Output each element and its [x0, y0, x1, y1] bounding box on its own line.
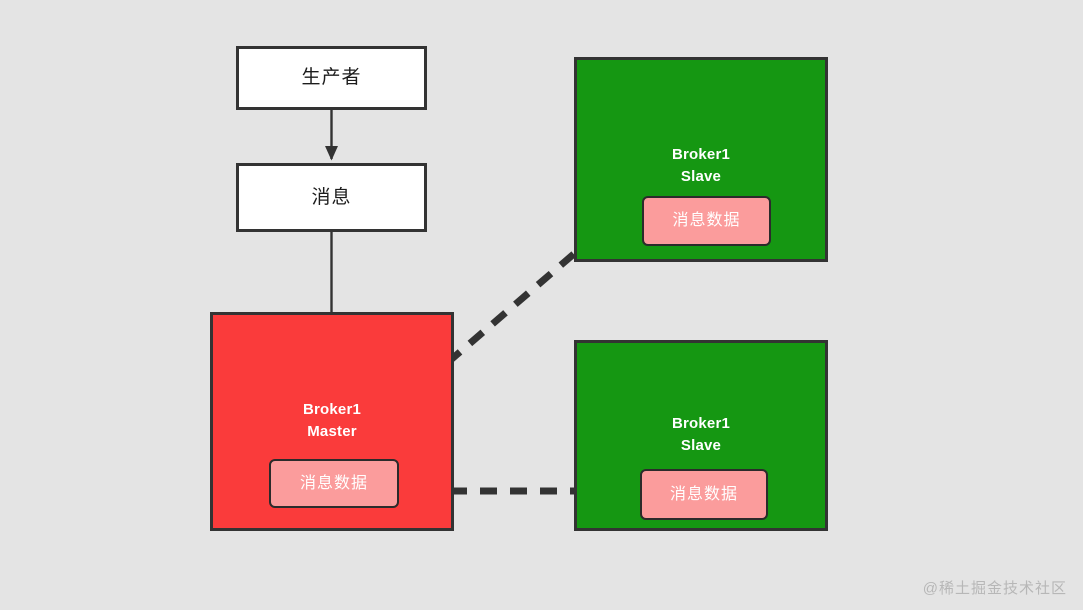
node-message-label: 消息 [311, 186, 352, 208]
broker1-slave-bottom-message-data-label: 消息数据 [669, 485, 738, 503]
broker1-master-message-data-label: 消息数据 [299, 474, 368, 492]
node-producer-label: 生产者 [301, 67, 362, 89]
broker1-slave-bottom-title-line1: Broker1 [671, 415, 731, 432]
broker1-slave-bottom-message-data[interactable]: 消息数据 [640, 469, 768, 520]
broker1-slave-bottom-title-line2: Slave [680, 436, 722, 454]
broker1-slave-top-message-data-label: 消息数据 [672, 212, 741, 230]
node-producer[interactable]: 生产者 [236, 46, 427, 110]
broker1-slave-top-title-line2: Slave [680, 167, 722, 185]
node-message[interactable]: 消息 [236, 163, 427, 232]
broker1-slave-top-title-line1: Broker1 [671, 146, 731, 163]
broker1-master-message-data[interactable]: 消息数据 [269, 459, 399, 508]
broker1-master-title-line2: Master [307, 422, 357, 440]
broker1-slave-top-message-data[interactable]: 消息数据 [642, 196, 771, 246]
broker1-master-title-line1: Broker1 [302, 401, 362, 418]
watermark: @稀土掘金技术社区 [922, 580, 1067, 597]
